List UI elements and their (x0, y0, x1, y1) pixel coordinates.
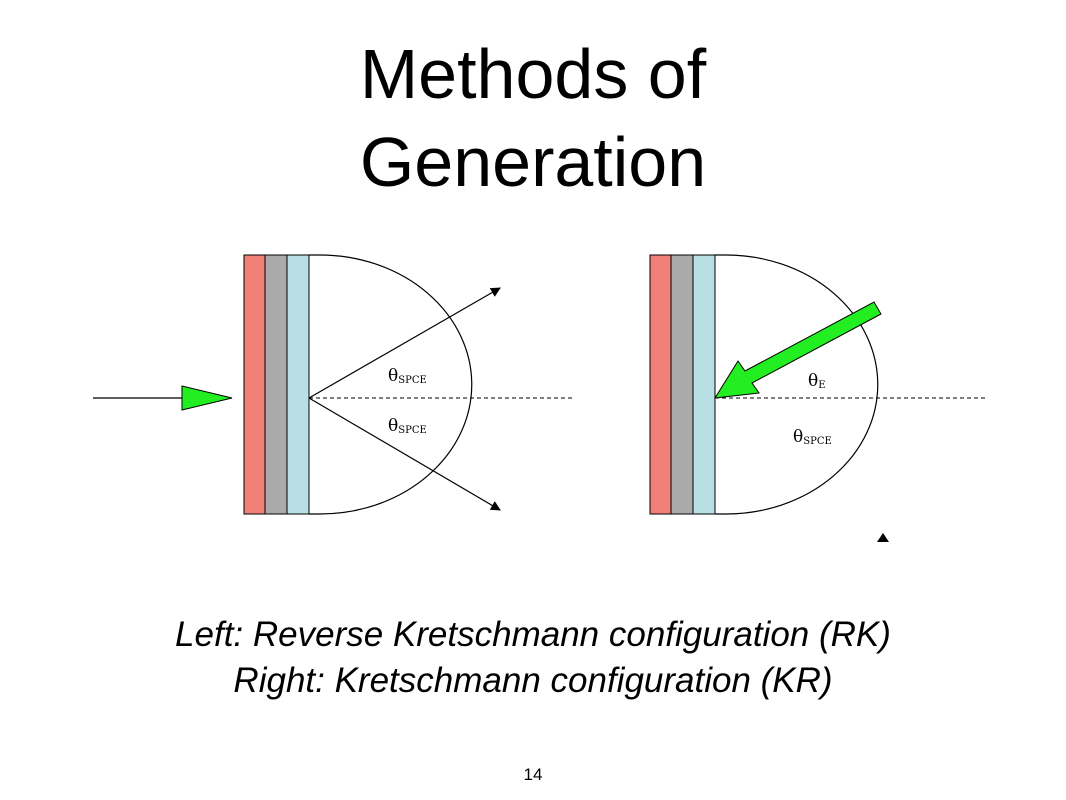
angle-label-upper: θE (808, 371, 826, 391)
title-line-1: Methods of (359, 35, 707, 113)
middle-layer (264, 254, 288, 515)
caption-line-2: Right: Kretschmann configuration (KR) (233, 661, 833, 700)
dielectric-layer (286, 254, 310, 515)
reflected-beam-lower (308, 397, 501, 511)
title-line-2: Generation (359, 123, 707, 201)
small-arrowhead (877, 533, 889, 542)
metal-layer (649, 254, 672, 515)
slide-caption: Left: Reverse Kretschmann configuration … (0, 612, 1066, 704)
reflected-beam-upper (308, 287, 501, 399)
right-diagram: θE θSPCE (649, 254, 985, 542)
prism-semicircle (309, 254, 473, 515)
prism-semicircle (715, 254, 879, 515)
incident-beam-arrowhead (181, 385, 233, 411)
angle-label-lower: θSPCE (793, 427, 832, 447)
left-diagram: θSPCE θSPCE (93, 254, 572, 515)
dielectric-layer (692, 254, 716, 515)
caption-line-1: Left: Reverse Kretschmann configuration … (175, 615, 891, 654)
middle-layer (670, 254, 694, 515)
slide-title: Methods of Generation (0, 30, 1066, 206)
metal-layer (243, 254, 266, 515)
incident-beam-arrow (714, 301, 882, 399)
angle-label-lower: θSPCE (388, 416, 427, 436)
angle-label-upper: θSPCE (388, 366, 427, 386)
page-number: 14 (523, 765, 543, 784)
